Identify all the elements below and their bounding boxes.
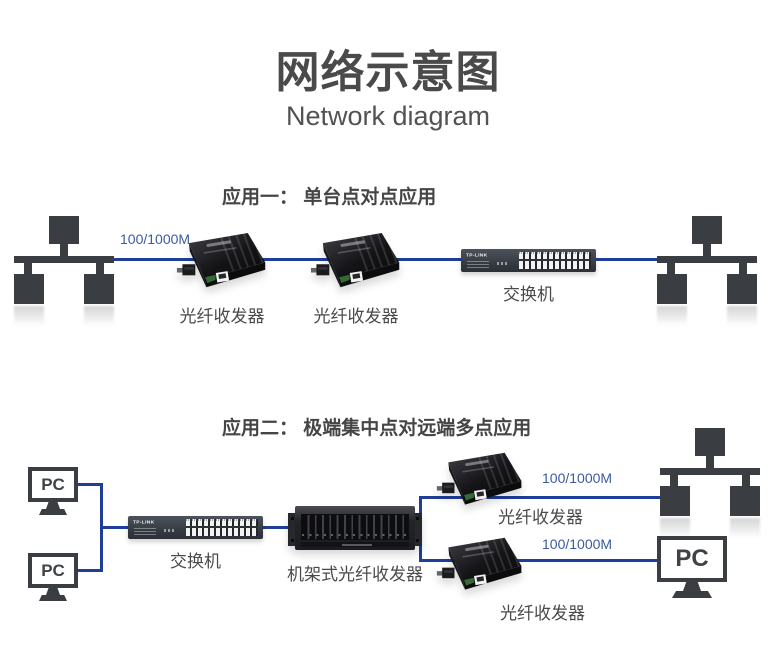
pc-screen: PC [28, 553, 78, 588]
media-converter-icon [310, 230, 402, 293]
pc-screen: PC [28, 467, 78, 502]
switch-brand-label: TP-LINK [466, 252, 488, 258]
switch-ports [186, 519, 258, 536]
network-link-line [78, 483, 103, 486]
tree-node [660, 486, 690, 516]
tree-node [727, 274, 757, 304]
lan-tree-icon-right [657, 216, 757, 326]
tree-node [692, 216, 722, 244]
speed-label: 100/1000M [120, 231, 191, 247]
switch-led-row [497, 262, 507, 265]
network-link-line [419, 559, 660, 562]
pc-icon: PC [657, 536, 727, 598]
network-link-line [261, 526, 293, 529]
transceiver-label: 光纤收发器 [313, 307, 399, 326]
transceiver-label: 光纤收发器 [500, 604, 585, 623]
transceiver-label: 光纤收发器 [498, 508, 583, 527]
transceiver-label: 光纤收发器 [179, 307, 265, 326]
speed-label: 100/1000M [542, 536, 613, 552]
switch-led-row [164, 529, 174, 532]
tree-node [695, 428, 725, 456]
tree-node [657, 274, 687, 304]
tree-node [14, 274, 44, 304]
network-link-line [419, 496, 662, 499]
pc-label: PC [41, 474, 65, 494]
reflection [660, 518, 760, 538]
ethernet-switch-icon: TP-LINK [128, 516, 263, 539]
media-converter-icon [176, 230, 268, 293]
rack-ear [288, 513, 297, 546]
chassis-label: 机架式光纤收发器 [287, 565, 423, 584]
switch-ports [519, 252, 591, 269]
tree-node [84, 274, 114, 304]
reflection [14, 306, 114, 326]
reflection [657, 306, 757, 326]
switch-label: 交换机 [503, 285, 554, 304]
rack-ear [413, 513, 422, 546]
switch-front-markings [467, 261, 489, 268]
section2-heading: 应用二： 极端集中点对远端多点应用 [222, 418, 532, 439]
tree-node [49, 216, 79, 244]
switch-brand-label: TP-LINK [133, 519, 155, 525]
chassis-slots [301, 514, 409, 540]
pc-label: PC [41, 560, 65, 580]
chassis-bottom-panel [301, 542, 409, 547]
lan-tree-icon-left [14, 216, 114, 326]
speed-label: 100/1000M [542, 470, 613, 486]
switch-label: 交换机 [170, 552, 221, 571]
page-subtitle: Network diagram [285, 101, 491, 131]
section1-heading: 应用一： 单台点对点应用 [222, 187, 437, 208]
network-link-line [100, 526, 132, 529]
chassis-body [295, 506, 415, 550]
switch-front-markings [134, 528, 156, 535]
page-title: 网络示意图 [275, 48, 501, 97]
rack-mount-chassis-icon [288, 506, 422, 550]
tree-node [730, 486, 760, 516]
ethernet-switch-icon: TP-LINK [461, 249, 596, 272]
pc-screen: PC [657, 536, 727, 582]
network-link-line [78, 569, 103, 572]
lan-tree-icon-remote [660, 428, 760, 538]
pc-icon: PC [28, 553, 78, 601]
media-converter-icon [436, 450, 524, 510]
pc-icon: PC [28, 467, 78, 515]
media-converter-icon [436, 535, 524, 595]
pc-label: PC [675, 545, 709, 572]
